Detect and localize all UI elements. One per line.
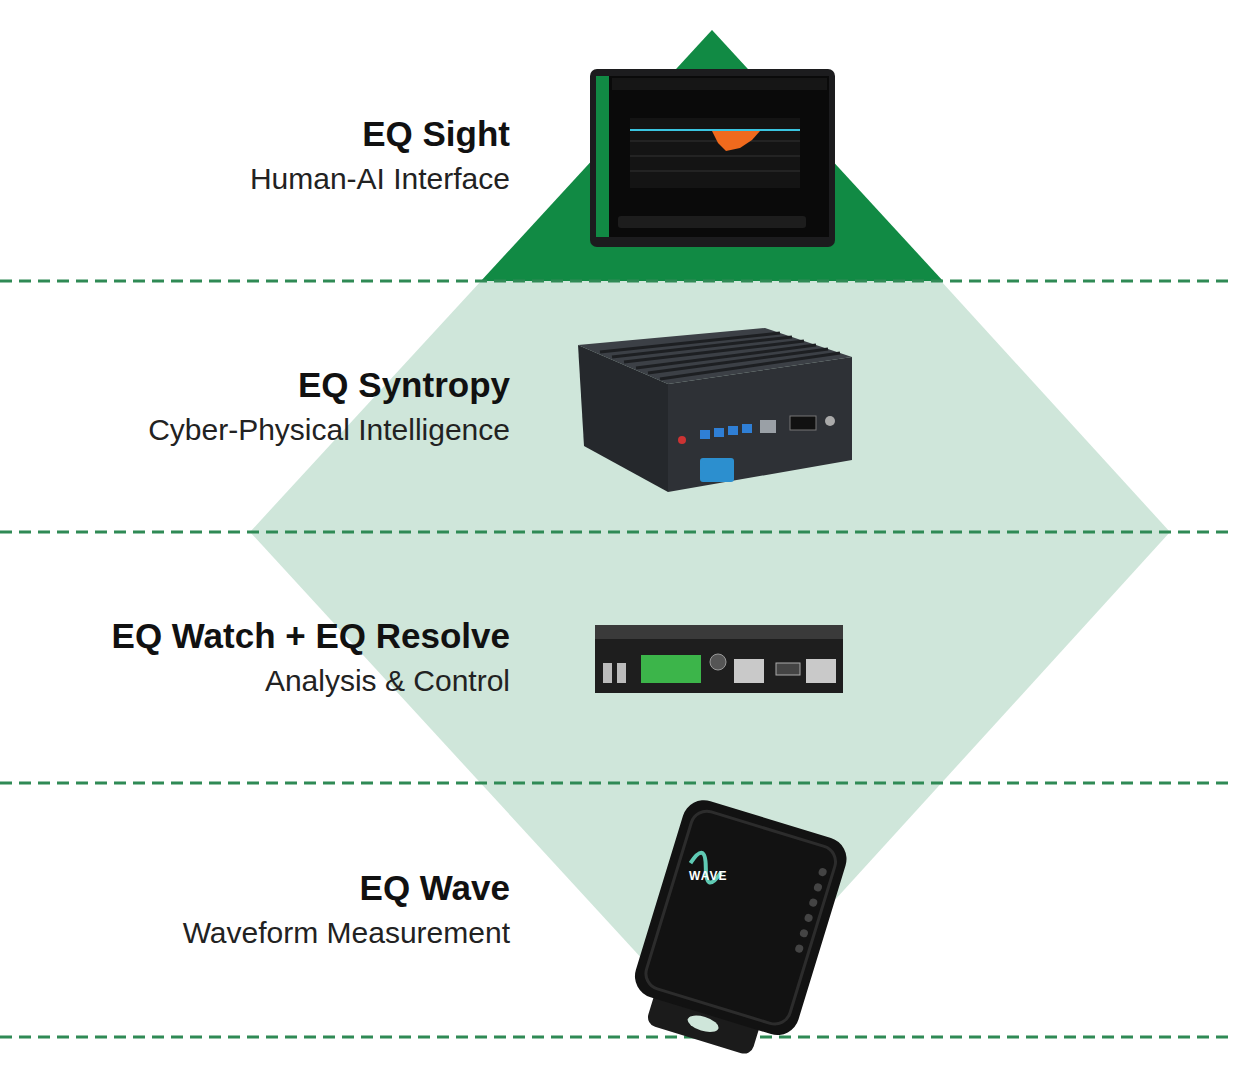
case-front	[668, 357, 852, 492]
tablet-chart	[630, 118, 800, 188]
power-jack	[825, 416, 835, 426]
product-name: EQ Wave	[360, 865, 510, 911]
fiber-connector	[700, 458, 734, 482]
audio-jack	[678, 436, 686, 444]
product-name: EQ Syntropy	[298, 362, 510, 408]
usb-port	[714, 428, 724, 437]
tablet-header	[612, 78, 827, 90]
tier-band: EQ SyntropyCyber-Physical Intelligence	[0, 281, 510, 532]
chart-line	[630, 129, 800, 131]
tablet-illustration	[590, 69, 835, 247]
rj45-port	[734, 659, 764, 683]
dashed-divider	[0, 531, 1233, 534]
tier-description: Human-AI Interface	[250, 157, 510, 201]
device-body	[629, 795, 852, 1041]
usb-port	[742, 424, 752, 433]
tier-description: Analysis & Control	[265, 659, 510, 703]
sfp-port	[790, 416, 816, 430]
usb-port	[617, 663, 626, 683]
grid-line	[630, 141, 800, 142]
terminal-block	[641, 655, 701, 683]
tier-description: Waveform Measurement	[183, 911, 510, 955]
grid-line	[630, 171, 800, 172]
usb-port	[728, 426, 738, 435]
syntropy-illustration	[578, 328, 852, 492]
device-logo-text: WAVE	[689, 869, 727, 883]
tier-description: Cyber-Physical Intelligence	[148, 408, 510, 452]
tier-band: EQ SightHuman-AI Interface	[0, 30, 510, 281]
dashed-divider	[0, 782, 1233, 785]
usb-port	[603, 663, 612, 683]
box-top	[595, 625, 843, 639]
terminal-screws	[794, 867, 827, 953]
product-name: EQ Watch + EQ Resolve	[112, 613, 510, 659]
tablet-screen	[596, 76, 829, 237]
apex-triangle	[481, 30, 943, 281]
device-rim	[642, 807, 840, 1028]
hdmi-port	[776, 663, 800, 675]
dc-jack	[710, 654, 726, 670]
product-name: EQ Sight	[362, 111, 510, 157]
rj45-port	[806, 659, 836, 683]
chart-dip	[712, 131, 760, 151]
tier-band: EQ Watch + EQ ResolveAnalysis & Control	[0, 532, 510, 783]
watch-illustration	[595, 625, 843, 693]
lan-port	[760, 420, 776, 433]
tier-band: EQ WaveWaveform Measurement	[0, 783, 510, 1037]
dashed-divider	[0, 280, 1233, 283]
cooling-fins	[600, 333, 840, 379]
tablet-sidebar	[596, 76, 609, 237]
tablet-bezel	[590, 69, 835, 247]
usb-port	[700, 430, 710, 439]
wave-illustration	[622, 795, 852, 1067]
band-dividers	[0, 281, 1233, 1037]
dashed-divider	[0, 1036, 1233, 1039]
box-front	[595, 639, 843, 693]
tablet-input	[618, 216, 806, 228]
grid-line	[630, 156, 800, 157]
